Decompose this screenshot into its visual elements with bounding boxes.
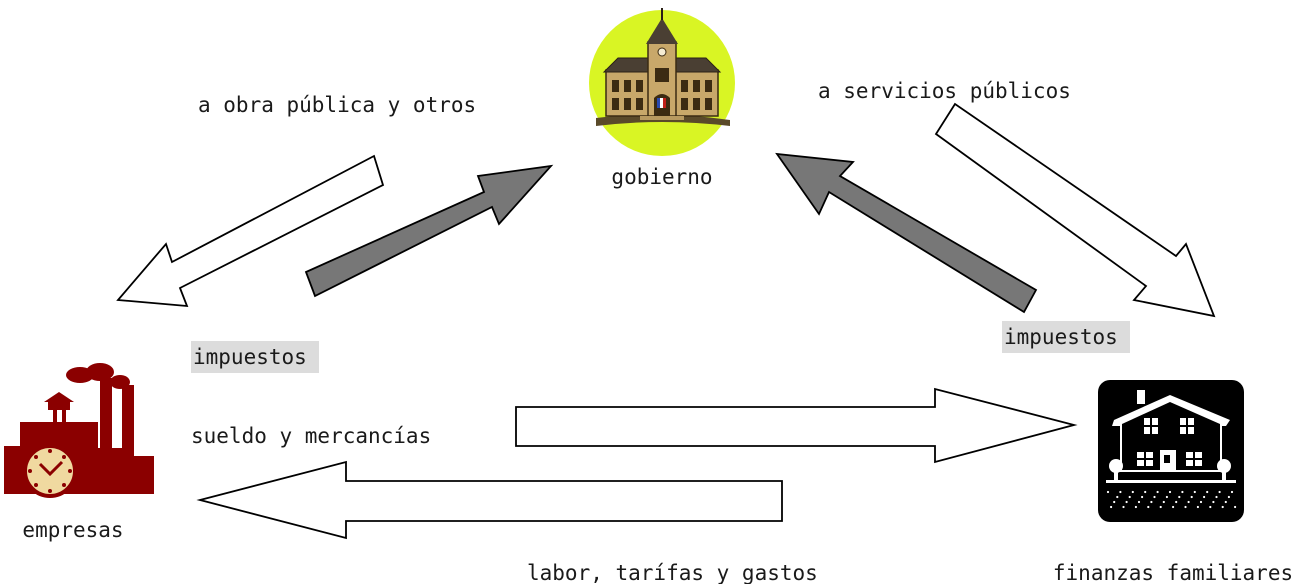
impuestos-familias-highlight bbox=[1002, 321, 1130, 353]
gobierno-label: gobierno bbox=[611, 165, 712, 189]
servicios-publicos-label: a servicios públicos bbox=[818, 79, 1071, 103]
impuestos-empresas-highlight bbox=[191, 341, 319, 373]
factory-icon bbox=[4, 363, 154, 498]
arrow-empresas-to-gobierno bbox=[304, 164, 554, 298]
impuestos-empresas-label: impuestos bbox=[193, 345, 307, 369]
labor-tarifas-gastos-label: labor, tarífas y gastos bbox=[527, 561, 818, 584]
impuestos-familias-label: impuestos bbox=[1004, 325, 1118, 349]
finanzas-familiares-label: finanzas familiares bbox=[1053, 561, 1293, 584]
obra-publica-label: a obra pública y otros bbox=[198, 93, 476, 117]
arrow-familias-to-gobierno bbox=[775, 152, 1038, 314]
empresas-label: empresas bbox=[22, 518, 123, 542]
arrow-gobierno-to-familias bbox=[934, 102, 1216, 318]
government-building-icon bbox=[589, 8, 735, 156]
house-icon bbox=[1098, 380, 1244, 522]
arrow-gobierno-to-empresas bbox=[116, 154, 385, 308]
arrow-familias-to-empresas bbox=[196, 460, 783, 540]
arrow-empresas-to-familias bbox=[515, 387, 1078, 464]
sueldo-mercancias-label: sueldo y mercancías bbox=[191, 424, 431, 448]
